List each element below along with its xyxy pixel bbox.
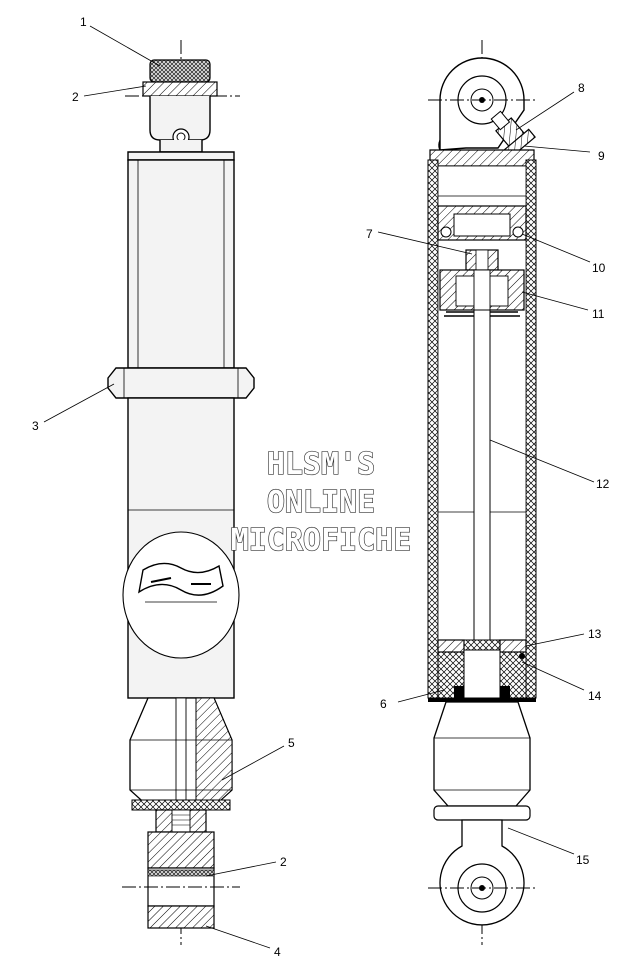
callout-2-top: 2 — [72, 90, 79, 104]
callout-6: 6 — [380, 697, 387, 711]
cylinder-wall-right — [525, 159, 537, 699]
callout-12: 12 — [596, 477, 610, 491]
body-cap — [127, 151, 235, 161]
callout-3: 3 — [32, 419, 39, 433]
callout-13: 13 — [588, 627, 602, 641]
lower-washer — [131, 799, 231, 811]
brand-decal — [122, 531, 240, 659]
callout-9: 9 — [598, 149, 605, 163]
watermark-line-1: HLSM'S — [267, 447, 375, 482]
callout-leaders — [43, 25, 595, 949]
callout-numbers: 1 2 3 5 2 4 6 7 8 9 10 11 12 13 14 15 — [32, 15, 610, 959]
top-mount-washer — [142, 81, 218, 97]
callout-11: 11 — [592, 307, 605, 321]
callout-4: 4 — [274, 945, 281, 959]
top-bushing — [149, 59, 211, 83]
callout-2-bottom: 2 — [280, 855, 287, 869]
callout-8: 8 — [578, 81, 585, 95]
lower-eye-lower — [147, 905, 215, 929]
callout-5: 5 — [288, 736, 295, 750]
callout-10: 10 — [592, 261, 606, 275]
lower-eye-upper — [147, 831, 215, 869]
body-top-cap — [429, 149, 535, 167]
spring-adjuster-collar — [107, 367, 255, 399]
callout-7: 7 — [366, 227, 373, 241]
watermark-line-3: MICROFICHE — [231, 523, 412, 558]
cylinder-wall-left — [427, 159, 439, 699]
watermark: HLSM'S ONLINE MICROFICHE — [230, 446, 412, 558]
callout-15: 15 — [576, 853, 590, 867]
left-shock-external-view — [107, 40, 255, 945]
brand-logo-artwork — [138, 562, 224, 603]
shock-body-upper — [127, 159, 235, 369]
watermark-line-2: ONLINE — [267, 485, 375, 520]
lower-boot — [433, 701, 531, 807]
callout-14: 14 — [588, 689, 602, 703]
right-shock-section-view — [427, 40, 537, 945]
lower-mount-washer — [433, 805, 531, 821]
callout-1: 1 — [80, 15, 87, 29]
